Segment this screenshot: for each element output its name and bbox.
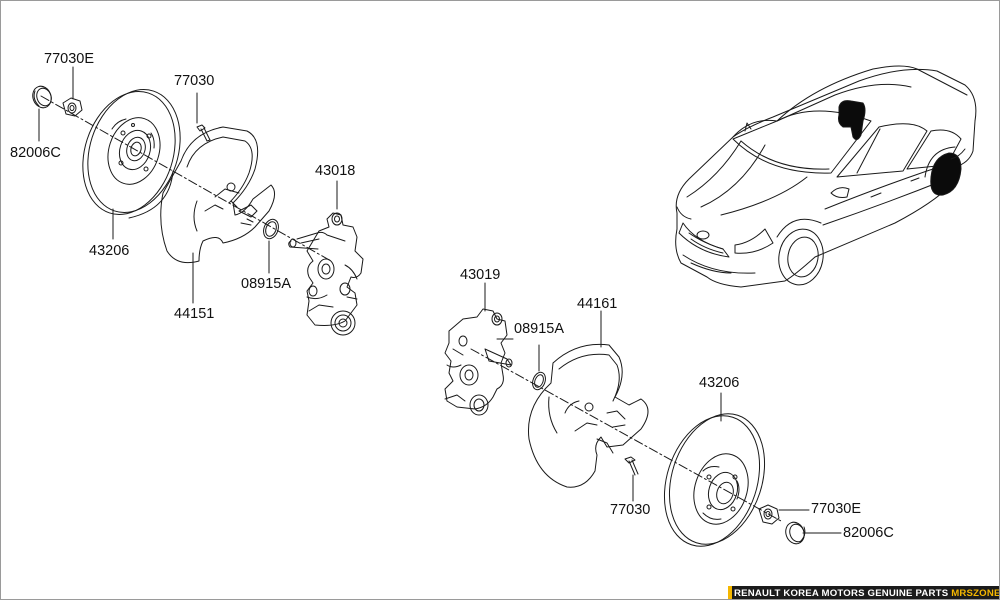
part-label-right-brake-disc[interactable]: 43206 [699,375,740,391]
left-knuckle-43018[interactable] [288,212,364,336]
part-label-left-brake-disc[interactable]: 43206 [89,243,130,259]
part-label-right-bolt[interactable]: 77030 [610,502,651,518]
banner-accent-mark [728,586,732,599]
banner-brand: MRSZONE [951,588,1000,599]
right-o-ring-08915A[interactable] [530,370,547,391]
right-hub-nut-77030E[interactable] [758,504,780,525]
left-hub-nut-77030E[interactable] [62,97,83,117]
part-label-right-knuckle[interactable]: 43019 [460,267,501,283]
part-label-right-o-ring[interactable]: 08915A [514,321,564,337]
part-label-right-hub-cap[interactable]: 82006C [843,525,894,541]
right-hub-cap-82006C[interactable] [783,520,807,547]
part-label-left-hub-nut[interactable]: 77030E [44,51,94,67]
right-assembly-axis [470,348,782,522]
left-leader-lines [38,66,338,304]
part-label-left-knuckle[interactable]: 43018 [315,163,356,179]
right-leader-lines [484,282,842,534]
right-backing-plate-bolt-77030[interactable] [624,456,639,476]
part-label-right-hub-nut[interactable]: 77030E [811,501,861,517]
part-label-left-hub-cap[interactable]: 82006C [10,145,61,161]
banner-text: RENAULT KOREA MOTORS GENUINE PARTS [734,588,952,599]
part-label-left-bolt[interactable]: 77030 [174,73,215,89]
right-brake-disc-43206[interactable] [648,401,780,558]
part-label-right-dust-shield[interactable]: 44161 [577,296,618,312]
right-knuckle-43019[interactable] [444,308,513,416]
footer-banner: RENAULT KOREA MOTORS GENUINE PARTS MRSZO… [728,586,1000,599]
left-dust-shield-44151[interactable] [160,126,275,264]
right-dust-shield-44161[interactable] [527,343,649,488]
vehicle-location-illustration [675,65,977,288]
left-o-ring-08915A[interactable] [261,217,281,241]
left-brake-disc-43206[interactable] [68,77,196,226]
left-hub-cap-82006C[interactable] [30,84,54,111]
part-label-left-dust-shield[interactable]: 44151 [174,306,215,322]
part-label-left-o-ring[interactable]: 08915A [241,276,291,292]
left-assembly-axis [40,95,332,262]
left-backing-plate-bolt-77030[interactable] [196,124,211,142]
